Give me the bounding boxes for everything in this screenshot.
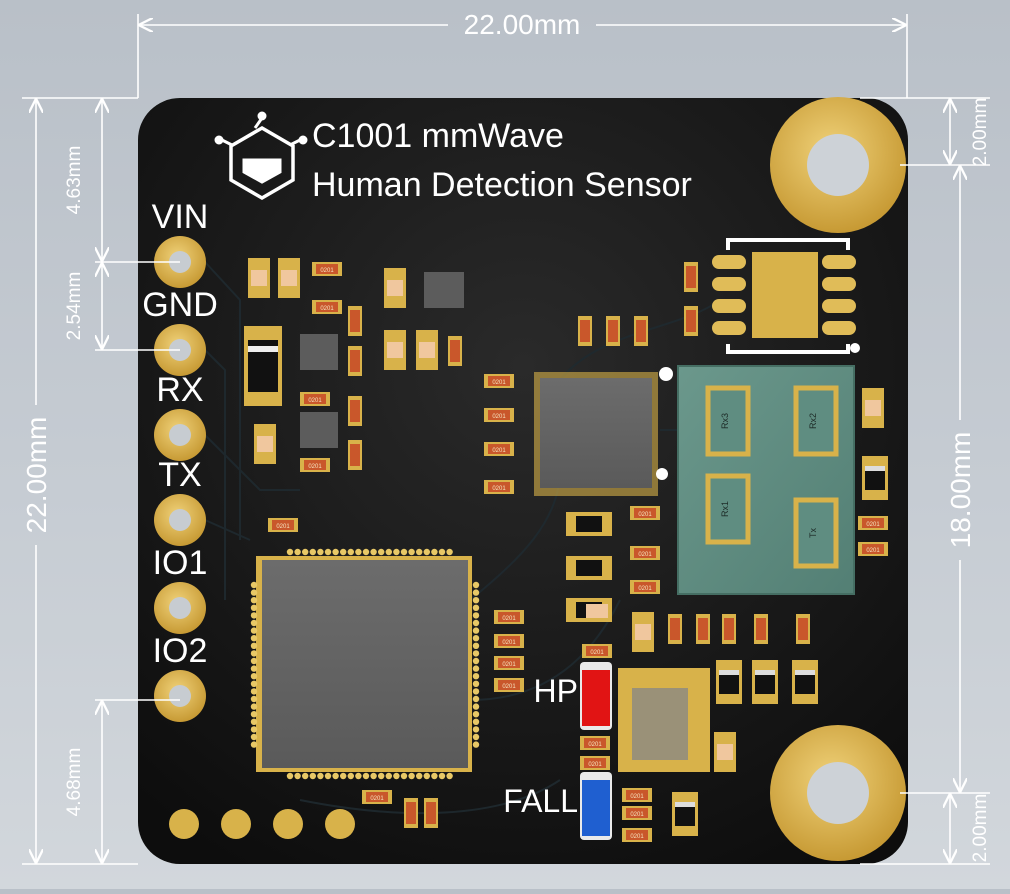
passive-components: 0201 0201 0201 0201 0201 0201 0201 0201 0201 0201…: [248, 258, 888, 842]
antenna-rx1: Rx1: [705, 473, 751, 545]
led-fall: FALL: [503, 772, 612, 840]
resistor-marking: 0201: [502, 684, 516, 690]
pin-label: RX: [156, 371, 203, 409]
dimension-labels: 22.00mm 22.00mm 4.63mm 2.54mm 4.68mm 18.…: [21, 9, 991, 862]
antenna-tx: Tx: [793, 497, 839, 569]
led-label: HP: [534, 673, 578, 709]
flash-chip: [712, 238, 860, 354]
resistor-marking: 0201: [492, 414, 506, 420]
resistor-marking: 0201: [492, 380, 506, 386]
dim-height-left: 22.00mm: [21, 417, 52, 534]
antenna-label: Rx2: [808, 413, 818, 429]
dim-pin-pitch: 2.54mm: [64, 272, 85, 341]
led-label: FALL: [503, 783, 578, 819]
resistor-marking: 0201: [502, 616, 516, 622]
radar-ic: [534, 367, 673, 496]
pin-rx: RX: [154, 371, 206, 461]
led-hp: HP: [534, 662, 612, 730]
resistor-marking: 0201: [630, 834, 644, 840]
bottom-test-pads: [169, 809, 355, 839]
resistor-marking: 0201: [320, 306, 334, 312]
dim-pin6-to-bottom: 4.68mm: [64, 748, 85, 817]
resistor-marking: 0201: [638, 512, 652, 518]
antenna-label: Rx3: [720, 413, 730, 429]
pin-tx: TX: [154, 456, 206, 546]
inductor: [618, 668, 710, 772]
dim-height-right: 18.00mm: [945, 432, 976, 549]
resistor-marking: 0201: [308, 398, 322, 404]
pin-io1: IO1: [153, 544, 208, 634]
resistor-marking: 0201: [588, 762, 602, 768]
resistor-marking: 0201: [492, 486, 506, 492]
resistor-marking: 0201: [630, 794, 644, 800]
pin-label: IO1: [153, 544, 208, 582]
dim-hole-top-offset: 2.00mm: [970, 98, 991, 167]
resistor-marking: 0201: [502, 640, 516, 646]
pcb-traces: [204, 261, 721, 815]
dim-top-to-pin1: 4.63mm: [64, 146, 85, 215]
dimension-lines: [22, 14, 990, 865]
resistor-marking: 0201: [370, 796, 384, 802]
resistor-marking: 0201: [590, 650, 604, 656]
dim-hole-bottom-offset: 2.00mm: [970, 794, 991, 863]
resistor-marking: 0201: [588, 742, 602, 748]
antenna-label: Rx1: [720, 501, 730, 517]
resistor-marking: 0201: [866, 522, 880, 528]
resistor-marking: 0201: [502, 662, 516, 668]
pin-label: GND: [142, 286, 218, 324]
pin-io2: IO2: [153, 632, 208, 722]
resistor-marking: 0201: [276, 524, 290, 530]
pin-label: IO2: [153, 632, 208, 670]
mounting-hole-bottom: [770, 725, 906, 861]
antenna-rx3: Rx3: [705, 385, 751, 457]
small-ics: [300, 272, 464, 448]
logo-icon: [214, 111, 308, 201]
board-title-line2: Human Detection Sensor: [312, 166, 692, 204]
diode: [244, 326, 282, 406]
antenna-rx2: Rx2: [793, 385, 839, 457]
resistor-marking: 0201: [866, 548, 880, 554]
resistor-marking: 0201: [308, 464, 322, 470]
resistor-marking: 0201: [638, 552, 652, 558]
board-title-line1: C1001 mmWave: [312, 117, 564, 155]
pin-label: VIN: [152, 198, 209, 236]
antenna-label: Tx: [808, 528, 818, 538]
mcu-chip: [250, 548, 480, 780]
dim-width-top: 22.00mm: [464, 9, 581, 40]
resistor-marking: 0201: [630, 812, 644, 818]
resistor-marking: 0201: [638, 586, 652, 592]
resistor-marking: 0201: [320, 268, 334, 274]
resistor-marking: 0201: [492, 448, 506, 454]
mounting-hole-top: [770, 97, 906, 233]
pin-label: TX: [158, 456, 201, 494]
